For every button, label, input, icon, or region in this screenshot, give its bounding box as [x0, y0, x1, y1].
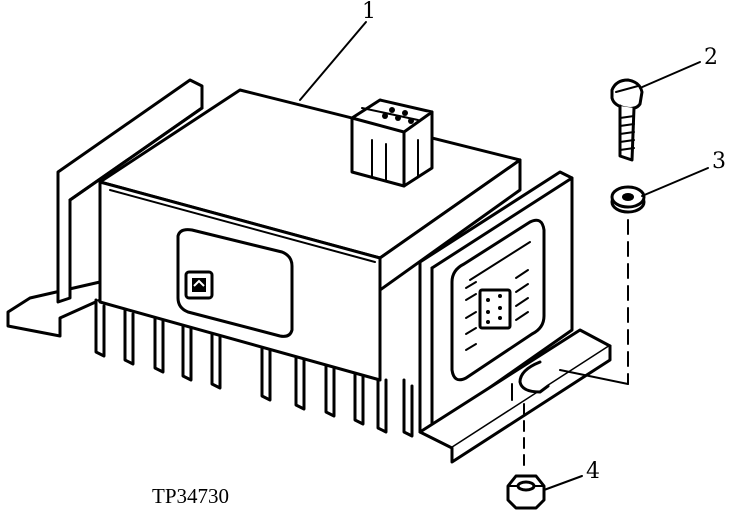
callout-3: 3: [712, 149, 726, 174]
callout-4: 4: [586, 459, 600, 484]
callout-2: 2: [704, 45, 718, 70]
callout-1: 1: [362, 0, 376, 24]
front-label-recess: [176, 228, 294, 338]
left-bracket: [56, 78, 204, 304]
right-mounting-ear: [418, 328, 612, 464]
leader-4: [543, 475, 583, 491]
figure-id: TP34730: [152, 484, 229, 508]
leader-1: [299, 21, 367, 101]
lock-washer: [610, 185, 646, 214]
top-connector: [350, 98, 434, 188]
right-bracket: [418, 170, 574, 434]
relay-module: [6, 78, 612, 464]
hex-nut: [506, 474, 546, 510]
module-housing: [98, 88, 522, 382]
cap-screw: [610, 78, 644, 162]
heat-sink-fins: [94, 298, 414, 438]
leader-2: [639, 61, 701, 89]
assembly-centerlines: [523, 219, 629, 471]
mounting-slot: [518, 360, 550, 394]
leader-3: [641, 167, 709, 197]
leader-lines: [299, 21, 709, 491]
left-mounting-ear: [6, 280, 102, 338]
